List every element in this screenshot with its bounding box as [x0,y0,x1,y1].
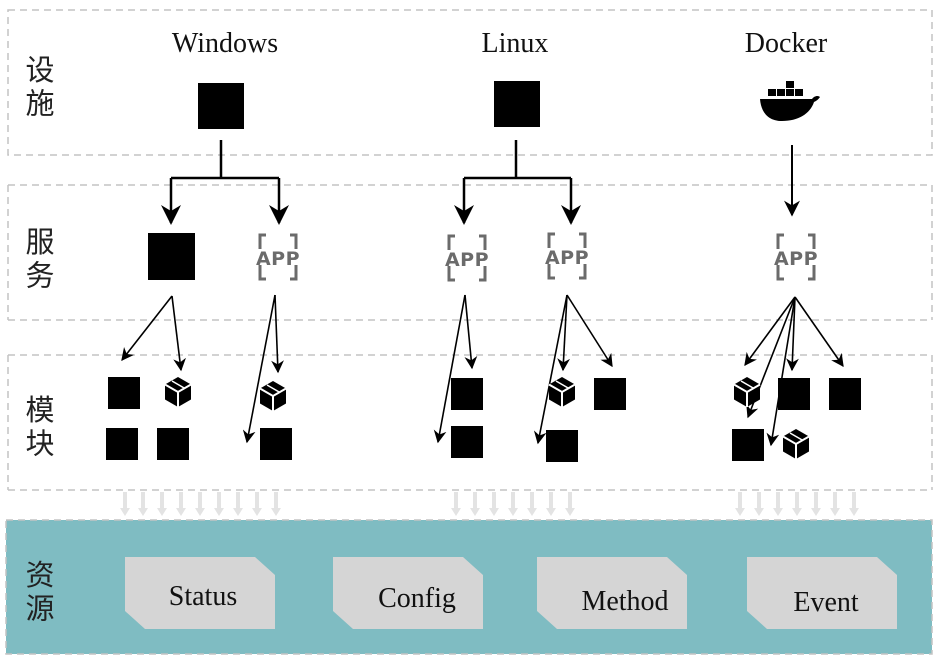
flow-arrow [508,492,518,516]
black-square-icon [494,81,540,127]
flow-arrow [157,492,167,516]
black-square-icon [829,378,861,410]
black-square-icon [546,430,578,462]
resource-label: Method [581,586,668,617]
resource-label: Event [793,587,859,618]
black-square-icon [451,426,483,458]
flow-arrow [120,492,130,516]
black-square-icon [148,233,195,280]
flow-arrow [565,492,575,516]
flow-arrow [252,492,262,516]
black-square-icon [732,429,764,461]
linux-modules [451,376,626,462]
flow-arrow [546,492,556,516]
black-square-icon [108,377,140,409]
resource-label: Config [378,583,456,614]
flow-arrow [195,492,205,516]
cube-icon [164,376,192,408]
resource-card-event: Event [747,557,897,629]
black-square-icon [198,83,244,129]
black-square-icon [106,428,138,460]
module-arrows [121,294,844,447]
docker-modules [732,376,861,461]
flow-arrow [138,492,148,516]
black-square-icon [260,428,292,460]
linux-tree [454,140,581,225]
app-icon [772,233,820,281]
flow-arrow [811,492,821,516]
cube-icon [733,376,761,408]
platform-title-windows: Windows [172,28,278,59]
windows-tree [161,140,289,225]
flow-arrow [470,492,480,516]
flow-arrow [754,492,764,516]
black-square-icon [157,428,189,460]
app-icon [543,232,591,280]
flow-arrow [451,492,461,516]
cube-icon [782,428,810,460]
flow-arrow [233,492,243,516]
layer-label-module: 模块 [25,394,54,460]
windows-modules [106,376,292,460]
resource-label: Status [169,581,237,612]
resource-cards: Status Config Method Event [125,557,897,629]
docker-whale-icon [760,81,820,121]
platform-title-docker: Docker [745,28,828,59]
black-square-icon [778,378,810,410]
platform-title-linux: Linux [482,28,549,59]
black-square-icon [594,378,626,410]
flow-arrow [527,492,537,516]
app-icon [443,234,491,282]
layer-label-service: 服务 [25,227,54,292]
app-icon [254,233,302,281]
flow-arrow [849,492,859,516]
resource-flow-arrows [120,492,859,516]
layer-label-infrastructure: 设施 [25,55,54,120]
resource-card-method: Method [537,557,687,629]
flow-arrow [489,492,499,516]
flow-arrow [830,492,840,516]
cube-icon [548,376,576,408]
cube-icon [259,380,287,412]
flow-arrow [773,492,783,516]
resource-card-config: Config [333,557,483,629]
resource-card-status: Status [125,557,275,629]
flow-arrow [735,492,745,516]
layer-label-resource: 资源 [25,559,54,625]
flow-arrow [271,492,281,516]
flow-arrow [214,492,224,516]
flow-arrow [176,492,186,516]
black-square-icon [451,378,483,410]
flow-arrow [792,492,802,516]
